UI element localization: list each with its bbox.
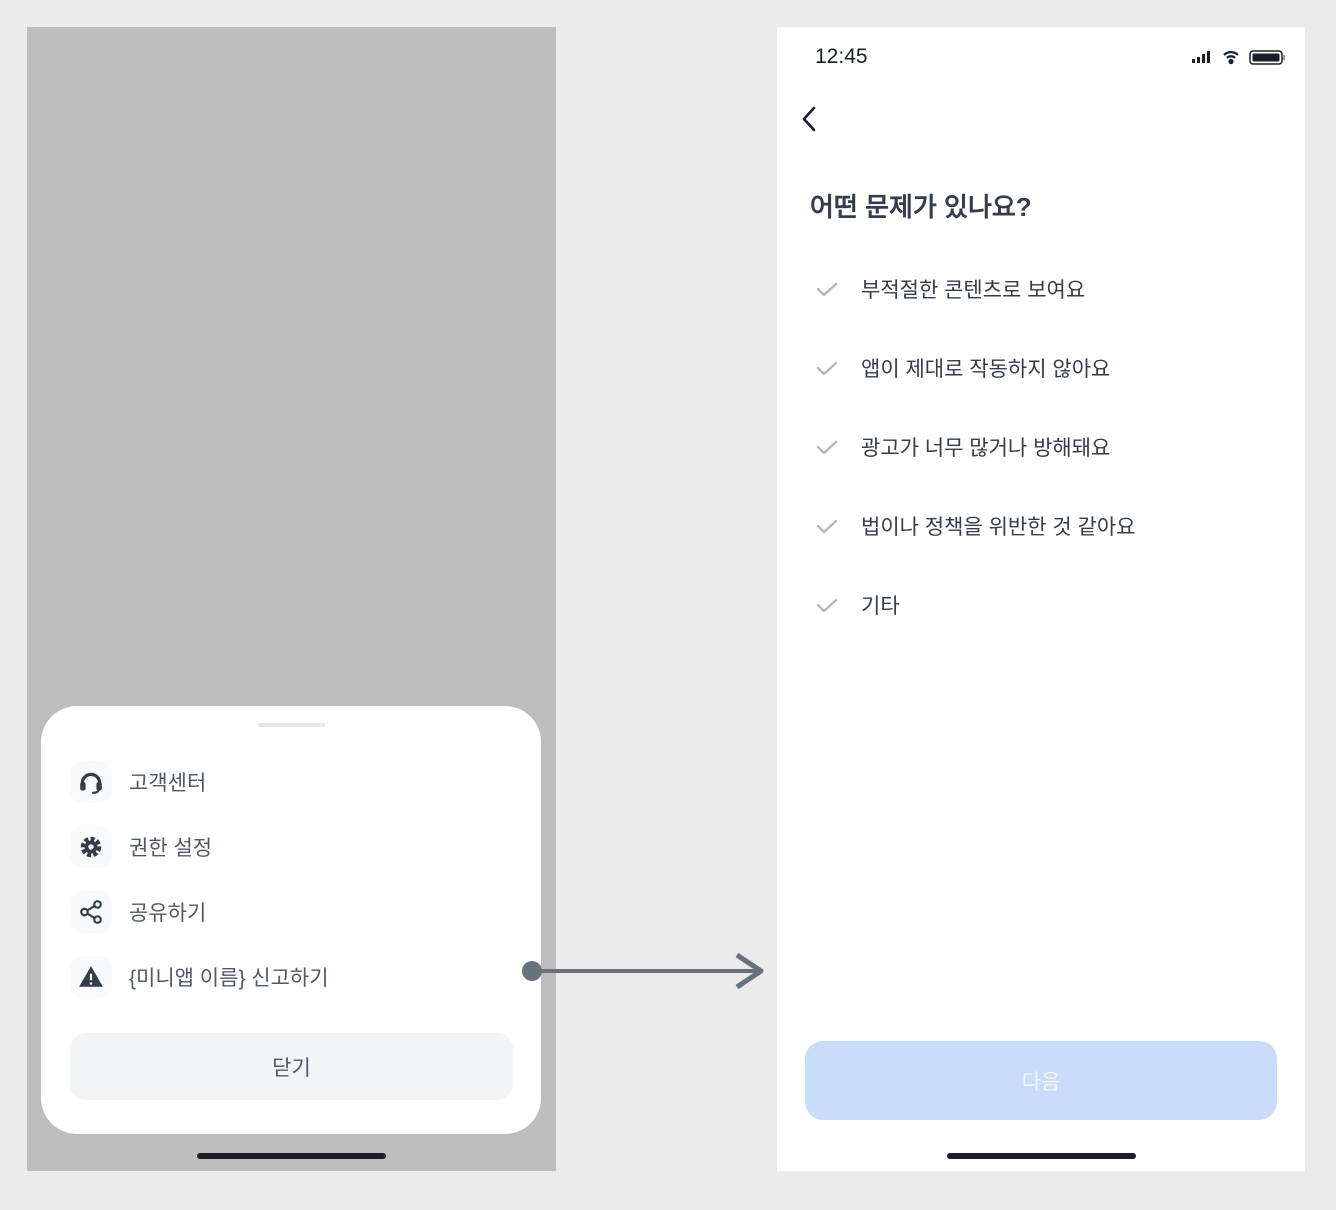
menu-item-customer-center[interactable]: 고객센터 xyxy=(70,760,490,804)
bottom-sheet: 고객센터 권한 설정 공유하기 {미니앱 이름} 신고하기 닫기 xyxy=(41,706,541,1134)
check-icon xyxy=(816,440,838,455)
arrow-head-icon xyxy=(735,952,764,990)
menu-item-label: 권한 설정 xyxy=(129,837,213,860)
share-icon xyxy=(70,891,112,933)
check-icon xyxy=(816,361,838,376)
warning-icon xyxy=(70,956,112,998)
page-title: 어떤 문제가 있나요? xyxy=(810,192,1032,222)
menu-item-label: 공유하기 xyxy=(129,902,207,925)
report-option-label: 법이나 정책을 위반한 것 같아요 xyxy=(861,516,1136,539)
report-option-label: 기타 xyxy=(861,595,900,618)
report-option[interactable]: 부적절한 콘텐츠로 보여요 xyxy=(815,269,1085,309)
report-option-label: 앱이 제대로 작동하지 않아요 xyxy=(861,358,1111,381)
status-time: 12:45 xyxy=(815,45,868,68)
report-option[interactable]: 법이나 정책을 위반한 것 같아요 xyxy=(815,506,1136,546)
signal-icon xyxy=(1192,51,1210,63)
headset-icon xyxy=(70,761,112,803)
report-option-label: 부적절한 콘텐츠로 보여요 xyxy=(861,279,1086,302)
left-phone-screen: 고객센터 권한 설정 공유하기 {미니앱 이름} 신고하기 닫기 xyxy=(27,27,556,1171)
report-option[interactable]: 광고가 너무 많거나 방해돼요 xyxy=(815,427,1110,467)
close-button[interactable]: 닫기 xyxy=(70,1033,513,1100)
status-icons xyxy=(1192,50,1285,65)
home-indicator xyxy=(947,1153,1136,1159)
check-icon xyxy=(816,519,838,534)
battery-icon xyxy=(1249,50,1285,65)
sheet-handle[interactable] xyxy=(258,723,325,727)
menu-item-permissions[interactable]: 권한 설정 xyxy=(70,825,490,869)
menu-item-share[interactable]: 공유하기 xyxy=(70,890,490,934)
gear-icon xyxy=(70,826,112,868)
report-option-label: 광고가 너무 많거나 방해돼요 xyxy=(861,437,1111,460)
menu-item-label: 고객센터 xyxy=(129,772,207,795)
home-indicator xyxy=(197,1153,386,1159)
back-chevron-icon[interactable] xyxy=(799,105,821,135)
next-button[interactable]: 다음 xyxy=(805,1041,1277,1120)
wifi-icon xyxy=(1223,51,1239,65)
check-icon xyxy=(816,282,838,297)
menu-item-label: {미니앱 이름} 신고하기 xyxy=(129,967,329,990)
check-icon xyxy=(816,598,838,613)
report-option[interactable]: 앱이 제대로 작동하지 않아요 xyxy=(815,348,1110,388)
menu-item-report[interactable]: {미니앱 이름} 신고하기 xyxy=(70,955,490,999)
report-option[interactable]: 기타 xyxy=(815,585,900,625)
flow-arrow xyxy=(522,952,764,990)
